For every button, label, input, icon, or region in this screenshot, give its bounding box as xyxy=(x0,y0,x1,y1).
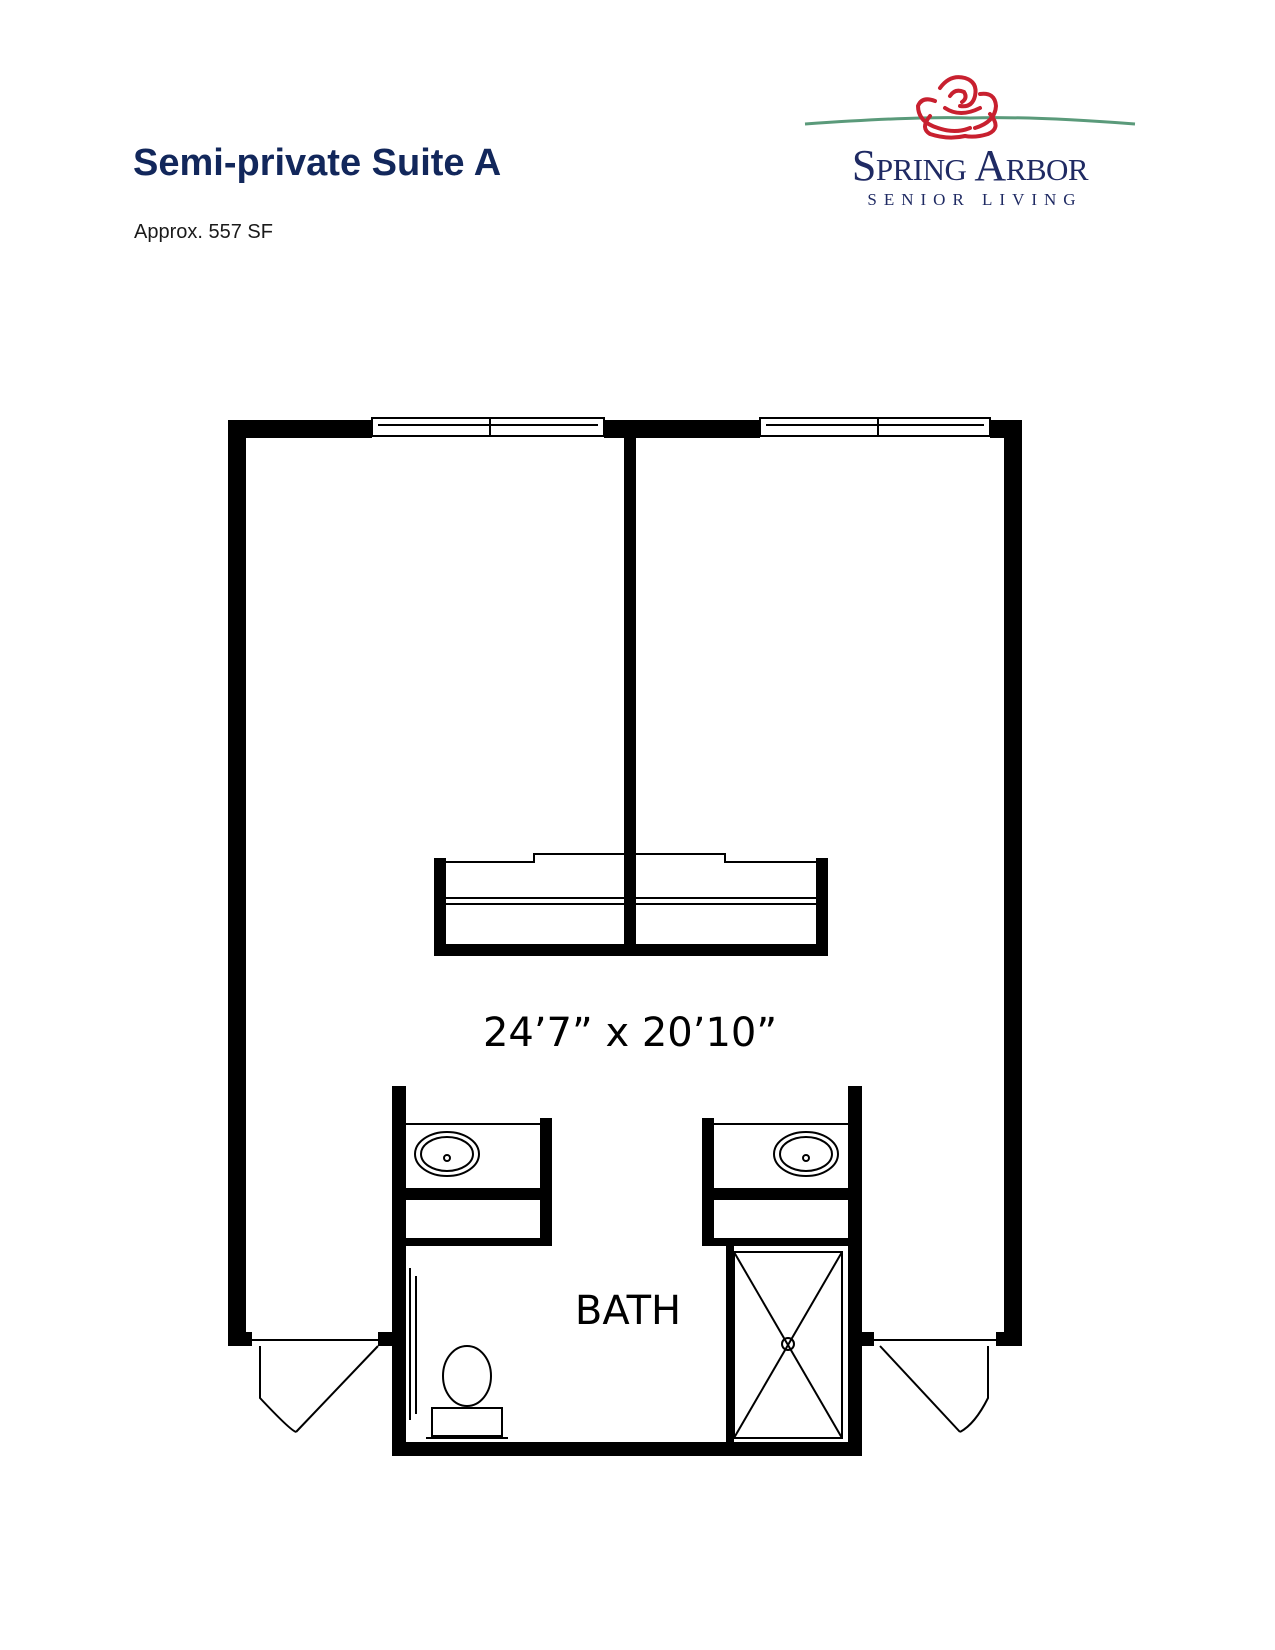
logo-tagline: SENIOR LIVING xyxy=(867,190,1083,209)
closet-right xyxy=(816,858,828,954)
closet-left xyxy=(434,858,446,954)
room-label-bath: BATH xyxy=(575,1288,681,1334)
dimensions-label: 24’7” x 20’10” xyxy=(483,1010,777,1056)
wall-top-mid xyxy=(604,420,760,438)
page-title: Semi-private Suite A xyxy=(133,142,502,184)
logo-name: Spring Arbor xyxy=(851,141,1089,190)
wall-right xyxy=(1004,420,1022,1340)
bath-bottom-wall xyxy=(392,1442,862,1456)
wall-top-left xyxy=(228,420,372,438)
bath-right-wall xyxy=(848,1086,862,1456)
closet-bottom xyxy=(434,944,828,956)
area-label: Approx. 557 SF xyxy=(134,221,273,243)
bath-left-wall xyxy=(392,1086,406,1456)
wall-divider xyxy=(624,438,636,956)
wall-left xyxy=(228,420,246,1340)
rose-icon xyxy=(804,75,1136,140)
